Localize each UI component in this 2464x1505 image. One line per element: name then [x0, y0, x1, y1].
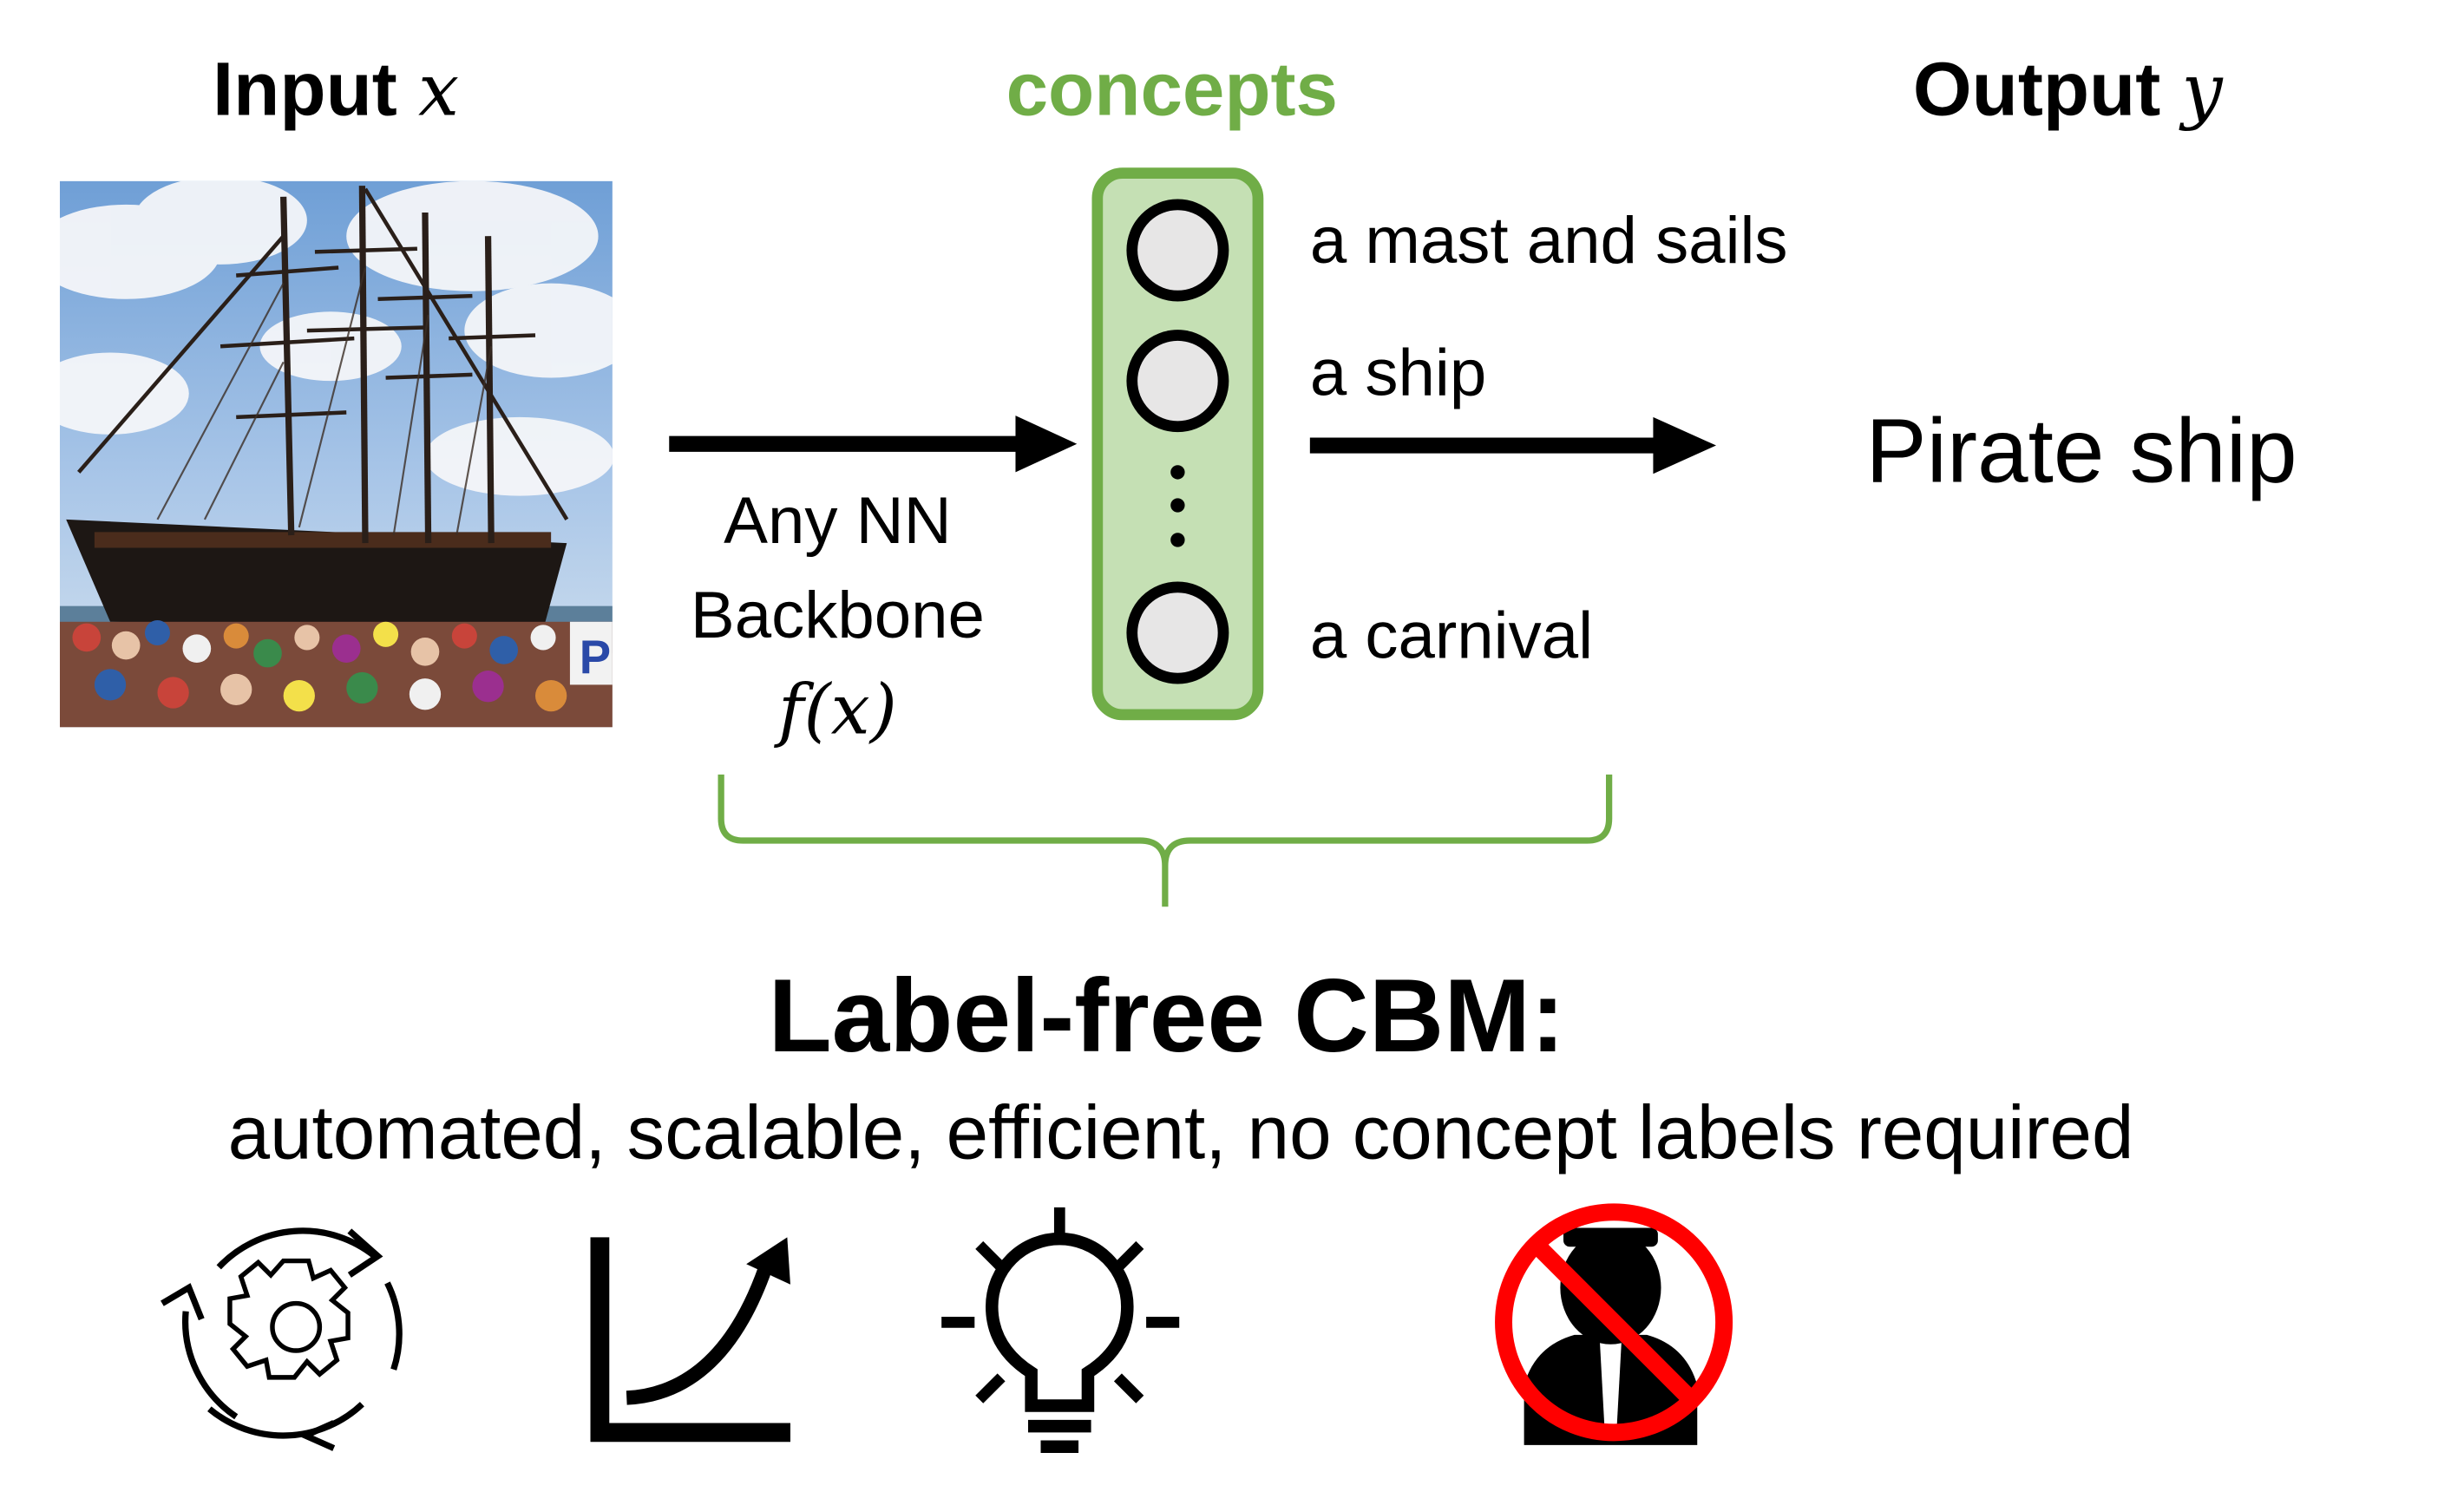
concept-node-3: [1126, 581, 1229, 684]
backbone-function: f(x): [777, 671, 897, 751]
method-properties: automated, scalable, efficient, no conce…: [227, 1092, 2134, 1176]
concept-bottleneck-box: [1091, 167, 1264, 721]
backbone-line2: Backbone: [690, 577, 985, 652]
concept-label-2: a ship: [1309, 335, 1487, 409]
no-labeler-person-icon: [1495, 1203, 1733, 1445]
method-title: Label-free CBM:: [768, 957, 1565, 1074]
output-header-label: Output: [1912, 49, 2161, 133]
automation-gear-cycle-icon: [161, 1227, 403, 1451]
concept-ellipsis: [1170, 465, 1185, 547]
concept-node-2: [1126, 330, 1229, 433]
backbone-arrow: [669, 416, 1078, 473]
concept-label-3: a carnival: [1309, 598, 1594, 672]
efficient-lightbulb-icon: [941, 1207, 1180, 1453]
grouping-brace: [718, 774, 1613, 907]
output-arrow: [1309, 416, 1717, 474]
output-value: Pirate ship: [1865, 399, 2297, 502]
input-header-label: Input: [212, 49, 397, 133]
concept-label-1: a mast and sails: [1309, 203, 1788, 278]
output-variable: y: [2181, 47, 2223, 133]
output-header: Output y: [1913, 53, 2223, 129]
input-header: Input x: [213, 53, 459, 129]
scalable-growth-curve-icon: [590, 1237, 790, 1443]
concepts-header: concepts: [1006, 49, 1339, 133]
input-variable: x: [418, 47, 460, 133]
backbone-line1: Any NN: [724, 483, 952, 558]
concept-node-1: [1126, 199, 1229, 302]
